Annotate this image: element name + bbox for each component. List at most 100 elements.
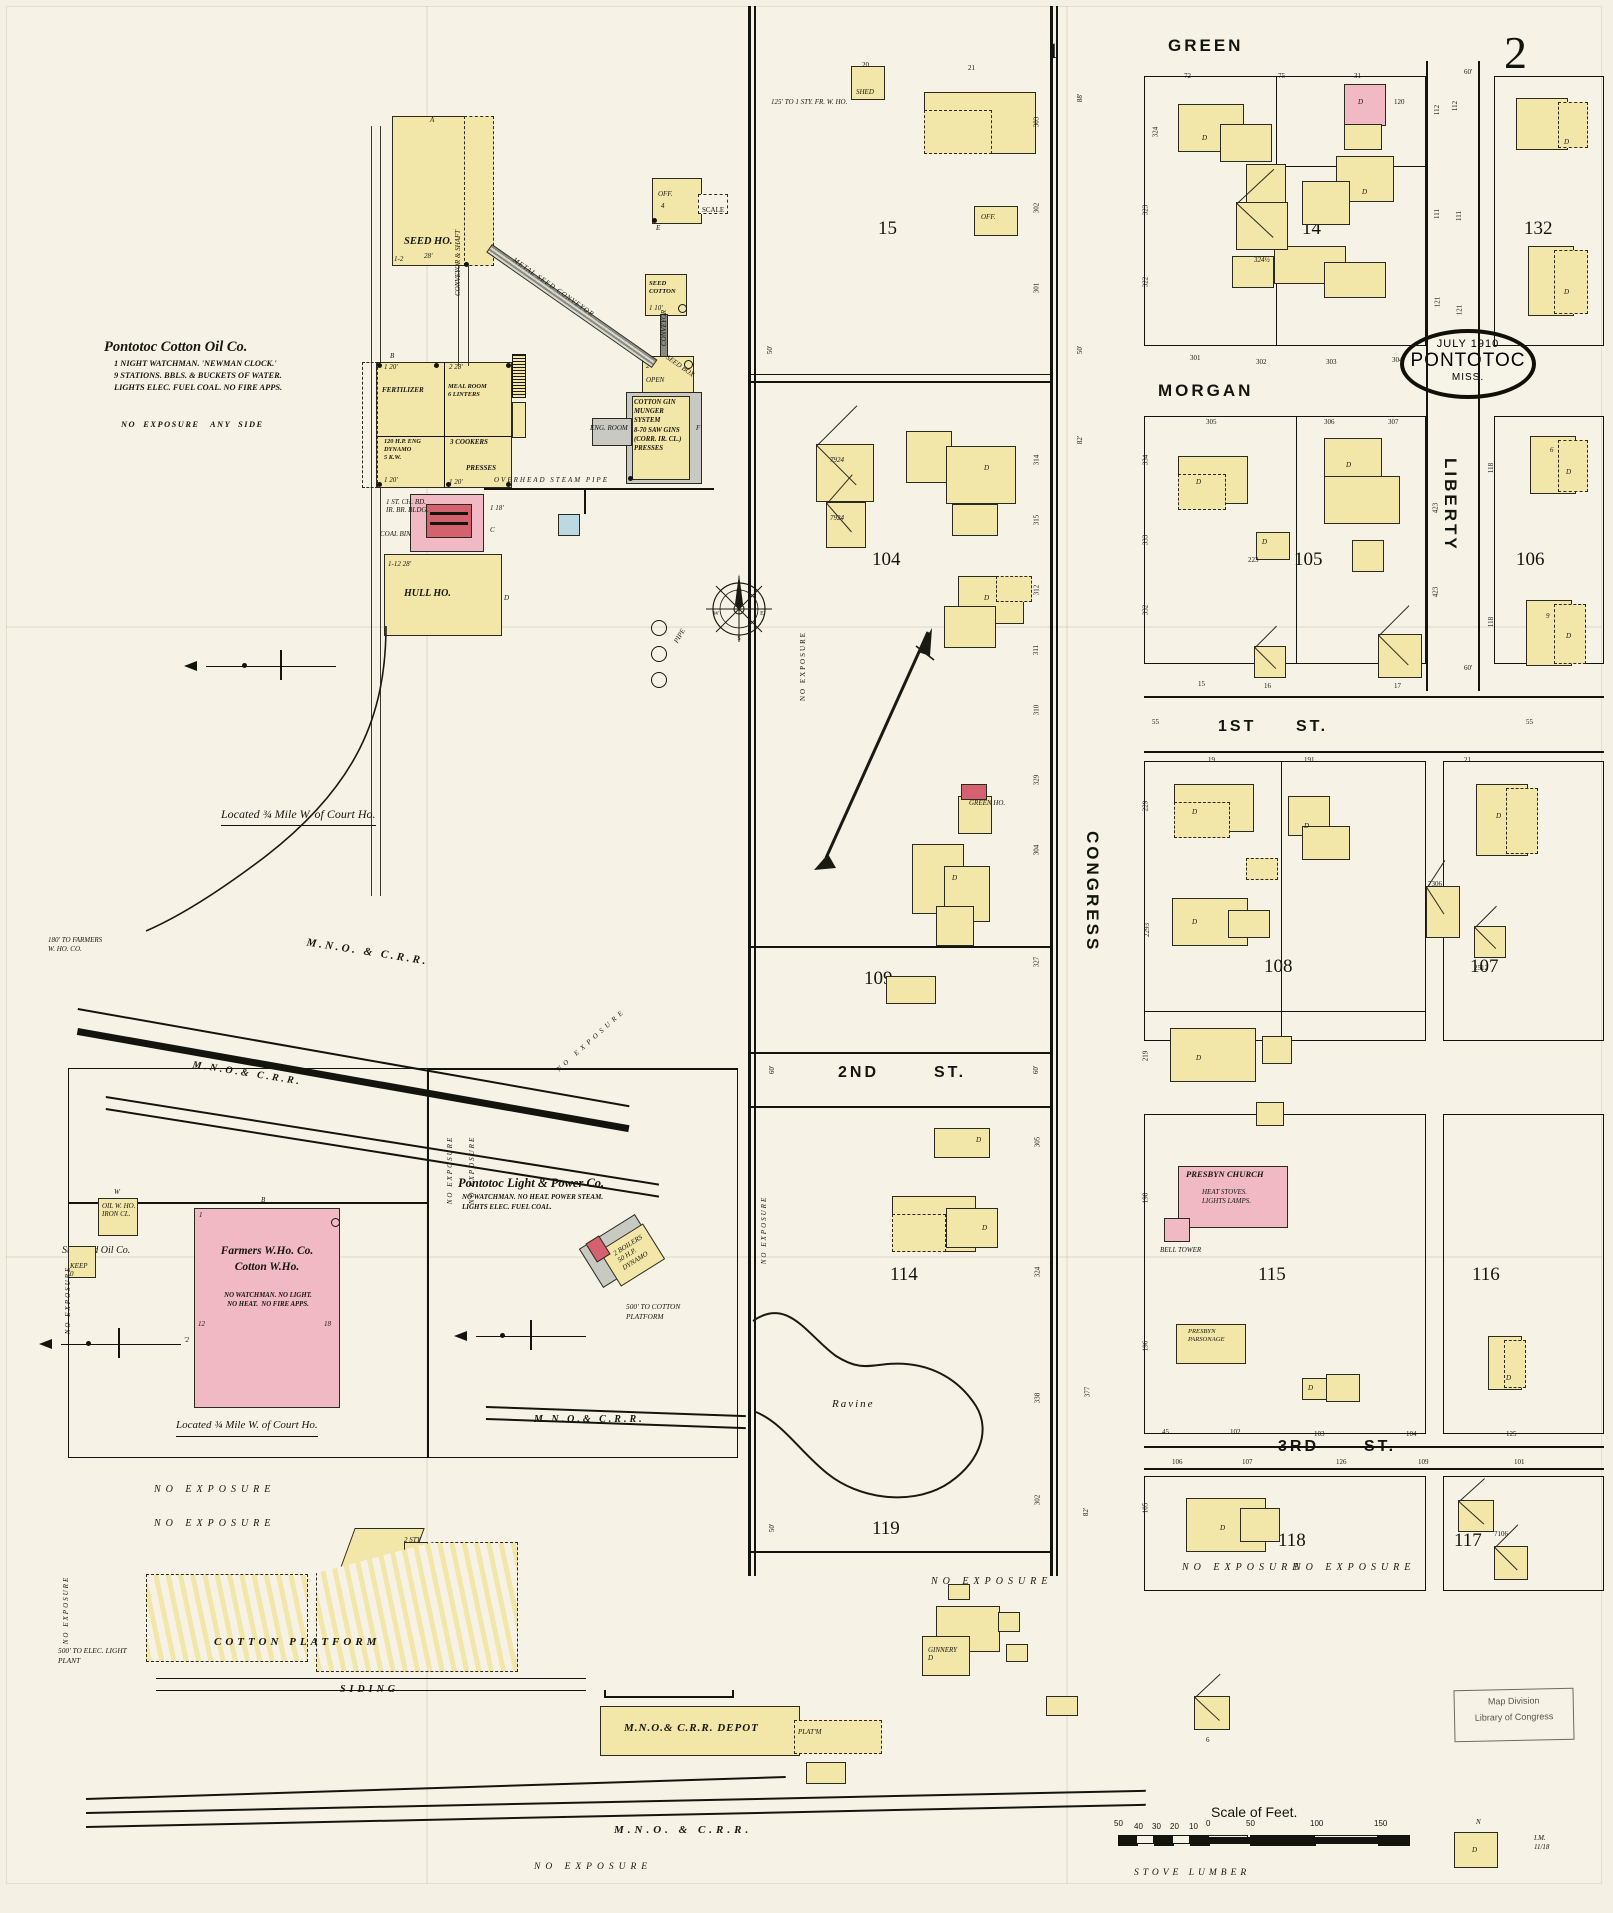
lot-number: 329 (1032, 774, 1041, 786)
svg-text:N: N (736, 588, 743, 598)
dim-label: 1-2 (394, 255, 404, 263)
dim-label: 111 (1432, 209, 1441, 219)
dim-label: 21 (1464, 756, 1471, 764)
dim-label: 1 20' (384, 363, 398, 371)
library-stamp: Map Division Library of Congress (1453, 1687, 1575, 1743)
label-hull-house: HULL HO. (404, 588, 451, 599)
lot-number: 315 (1032, 514, 1041, 526)
dim-label: 196 (1141, 1340, 1150, 1352)
church-notes: HEAT STOVES. LIGHTS LAMPS. (1202, 1188, 1252, 1206)
annotation-no-exposure-v4: NO EXPOSURE (760, 1195, 769, 1265)
label-meal-room: MEAL ROOM 6 LINTERS (448, 383, 487, 398)
dim-label: 121 (1455, 304, 1464, 316)
cotton-oil-location-note: Located ¾ Mile W. of Court Ho. (221, 806, 376, 827)
dim-label: 50' (1076, 345, 1085, 355)
building-key-d: D (504, 594, 510, 602)
annotation-no-exposure-lower: NO EXPOSURE (154, 1484, 276, 1495)
lot-number: 7106 (1494, 1530, 1508, 1538)
lot-number: 2293 (1143, 923, 1151, 937)
lot-number: 223 (1248, 556, 1259, 564)
cotton-oil-notes: 1 NIGHT WATCHMAN. 'NEWMAN CLOCK.' 9 STAT… (114, 359, 283, 393)
svg-text:E: E (760, 611, 764, 617)
lot-number: 312 (1032, 584, 1041, 596)
block-number: 108 (1264, 956, 1293, 977)
dim-label: 103 (1314, 1430, 1325, 1438)
dim-label: 31 (1354, 72, 1361, 80)
plant-boundary (146, 626, 387, 932)
lot-number: 333 (1141, 534, 1150, 546)
building-depot (600, 1706, 800, 1756)
building-scale (698, 194, 728, 214)
scale-tick: 30 (1152, 1822, 1161, 1831)
building-key: D (1566, 632, 1572, 640)
building-key: D (1196, 478, 1202, 486)
street-label-2nd: 2ND (838, 1064, 880, 1081)
dim-label: 4 (661, 202, 665, 210)
lot-number: 423 (1431, 586, 1440, 598)
annotation-no-exposure-lower-2: NO EXPOSURE (154, 1518, 276, 1529)
label-cotton-gin: COTTON GIN MUNGER SYSTEM 8-70 SAW GINS (… (634, 399, 682, 452)
dim-label: 20 (862, 61, 869, 69)
block-number: 15 (878, 218, 897, 239)
dim-label: 324½ (1254, 256, 1270, 264)
label-conveyor-shaft: CONVEYOR & SHAFT (454, 229, 462, 296)
building-key: D (1220, 1524, 1226, 1532)
dim-label: 1 20' (384, 476, 398, 484)
dim-label: 55 (1152, 718, 1159, 726)
annotation-no-exposure-bottom: NO EXPOSURE (931, 1576, 1053, 1587)
building-key: D (976, 1136, 982, 1144)
dim-label: 101 (1514, 1458, 1525, 1466)
street-label-2nd-suffix: ST. (934, 1064, 967, 1081)
building-key: OFF. (981, 213, 996, 221)
dim-label: 16 (1264, 682, 1271, 690)
scale-tick: 100 (1310, 1819, 1324, 1828)
dim-label: 1 20' (449, 478, 463, 486)
building-key: D (1472, 1846, 1478, 1854)
cotton-oil-exposure: NO EXPOSURE ANY SIDE (121, 420, 264, 429)
building-key: D (1308, 1384, 1314, 1392)
building-key-c: C (490, 526, 495, 534)
building-key: D (1192, 918, 1198, 926)
block-number: 106 (1516, 549, 1545, 570)
building-key: D (982, 1224, 988, 1232)
label-coal-bin: COAL BIN (380, 530, 411, 538)
street-label-congress: CONGRESS (1083, 831, 1102, 953)
lot-number: 303 (1032, 116, 1041, 128)
north-arrow (814, 628, 935, 870)
dim-label: 118 (1487, 616, 1496, 628)
depot-platform-label: PLAT'M (798, 1728, 822, 1736)
dim-label: 72 (1184, 72, 1191, 80)
building-depot-platform (794, 1720, 882, 1754)
scale-tick: 40 (1134, 1822, 1143, 1831)
dim-label: 125 (1506, 1430, 1517, 1438)
block-number: 109 (864, 968, 893, 989)
building-key: D (1564, 138, 1570, 146)
lot-number: 314 (1032, 454, 1041, 466)
farmers-location-note: Located ¾ Mile W. of Court Ho. (176, 1418, 318, 1437)
annotation-no-exposure-bottom-3: NO EXPOSURE (1294, 1562, 1416, 1573)
building-key: D (1202, 134, 1208, 142)
building-key: D (1304, 822, 1310, 830)
dim-label: 15 (1198, 680, 1205, 688)
map-paper: 2 1 JULY 1910 PONTOTOC MISS. (6, 6, 1604, 1884)
bell-tower-label: BELL TOWER (1160, 1246, 1202, 1254)
lot-number: 301 (1032, 282, 1041, 294)
lot-number: 311 (1032, 644, 1041, 656)
street-label-1st: 1ST (1218, 718, 1257, 735)
block-number: 132 (1524, 218, 1553, 239)
annotation-no-exposure-v5: NO EXPOSURE (62, 1575, 71, 1645)
label-seed-house: SEED HO. (404, 236, 453, 247)
dim-label: 6 (1206, 1736, 1210, 1744)
lot-number: 334 (1141, 454, 1150, 466)
dim-label: 118 (1487, 462, 1496, 474)
dim-label: 1 (199, 1211, 203, 1219)
standard-oil-sub: OIL W. HO.IRON CL. (102, 1202, 136, 1219)
title-state: MISS. (1451, 372, 1485, 383)
lot-number: 301 (1190, 354, 1201, 362)
lot-number: 120 (1394, 98, 1405, 106)
building-key: D (984, 594, 990, 602)
dim-label: 126 (1336, 1458, 1347, 1466)
light-power-title: Pontotoc Light & Power Co. (458, 1176, 605, 1190)
